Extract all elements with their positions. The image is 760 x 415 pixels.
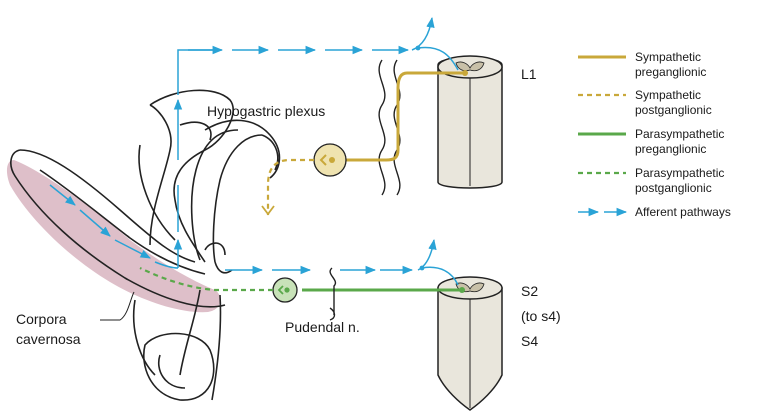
anatomy-outline [11, 90, 280, 400]
label-to-s4: (to s4) [521, 308, 561, 324]
legend-parasympathetic-post-line2: postganglionic [635, 181, 712, 195]
label-l1: L1 [521, 66, 537, 82]
legend-parasympathetic-post-line1: Parasympathetic [635, 166, 724, 180]
pudendal-nerve-mark [330, 268, 335, 320]
label-hypogastric-plexus: Hypogastric plexus [207, 103, 325, 119]
legend-sympathetic-pre-line2: preganglionic [635, 65, 706, 79]
label-corpora-line1: Corpora [16, 311, 67, 327]
corpora-leader-line [100, 292, 134, 320]
legend-parasympathetic-pre-line1: Parasympathetic [635, 127, 724, 141]
legend-parasympathetic-pre-line2: preganglionic [635, 142, 706, 156]
legend-sympathetic-pre-line1: Sympathetic [635, 50, 701, 64]
legend-afferent: Afferent pathways [635, 205, 731, 219]
legend-sympathetic-post-line2: postganglionic [635, 103, 712, 117]
label-corpora-line2: cavernosa [16, 331, 81, 347]
label-pudendal-nerve: Pudendal n. [285, 319, 360, 335]
spinal-cord-l1 [438, 56, 502, 188]
legend-sympathetic-post-line1: Sympathetic [635, 88, 701, 102]
label-s2: S2 [521, 283, 538, 299]
spinal-cord-sacral [438, 277, 502, 410]
legend: Sympathetic preganglionic Sympathetic po… [578, 50, 731, 219]
label-s4: S4 [521, 333, 538, 349]
